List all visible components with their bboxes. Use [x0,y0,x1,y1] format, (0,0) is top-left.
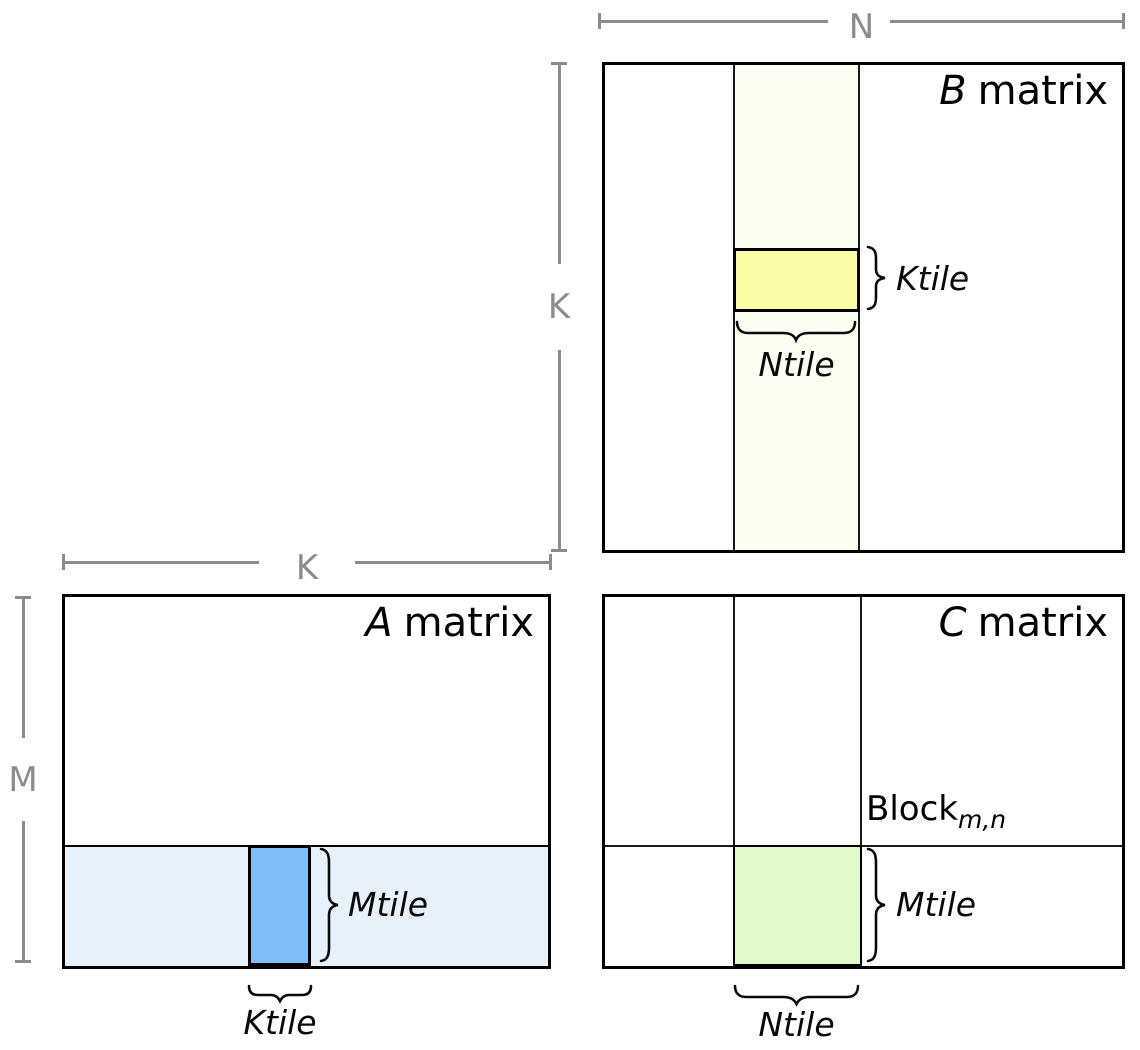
tick-mark [62,554,65,570]
curly-brace-right-icon [863,245,889,311]
m-dimension-label: M [8,759,38,800]
c-column-divider [733,597,735,966]
curly-underbrace-icon [247,982,313,1006]
dimension-line-segment [558,64,561,264]
block-word: Block [866,789,958,829]
dimension-line-segment [600,20,828,23]
n-dimension-line: N [598,10,1125,44]
block-mn-label: Blockm,n [866,792,1006,832]
dimension-line-segment [22,598,25,738]
b-matrix-title-letter: B [939,68,967,114]
k-dimension-label: K [547,287,571,327]
a-matrix-title-letter: A [365,600,393,646]
block-subscript: m,n [957,805,1007,834]
c-matrix-title-letter: C [938,600,967,646]
curly-underbrace-icon [733,982,860,1008]
tick-mark [549,554,552,570]
k-dimension-line-horizontal: K [62,551,552,585]
dimension-line-segment [22,821,25,961]
a-mtile-label: Mtile [348,885,429,924]
c-mtile-label: Mtile [896,885,977,924]
curly-underbrace-icon [735,318,857,344]
curly-brace-right-icon [316,847,342,963]
b-matrix-title-word: matrix [977,68,1108,114]
dimension-line-segment [558,350,561,550]
m-dimension-line: M [8,596,38,963]
c-matrix-title-word: matrix [977,600,1108,646]
a-ktile-label: Ktile [243,1003,317,1042]
tick-mark [15,960,31,963]
tick-mark [15,596,31,599]
c-column-divider [860,597,862,966]
tick-mark [551,62,567,65]
a-matrix-title-word: matrix [403,600,534,646]
c-ntile-label: Ntile [758,1005,835,1044]
dimension-line-segment [355,561,550,564]
a-mtile-ktile-tile [248,845,311,966]
n-dimension-label: N [848,7,875,47]
curly-brace-right-icon [863,847,889,963]
c-row-divider [605,845,1122,847]
b-ktile-ntile-tile [733,248,860,312]
tick-mark [551,549,567,552]
dimension-line-segment [890,20,1123,23]
tick-mark [598,13,601,29]
dimension-line-segment [64,561,259,564]
k-dimension-label: K [295,548,319,588]
k-dimension-line-vertical: K [547,62,571,552]
b-ktile-label: Ktile [896,259,970,298]
tick-mark [1122,13,1125,29]
c-mtile-ntile-tile [733,845,862,966]
b-ntile-label: Ntile [758,345,835,384]
